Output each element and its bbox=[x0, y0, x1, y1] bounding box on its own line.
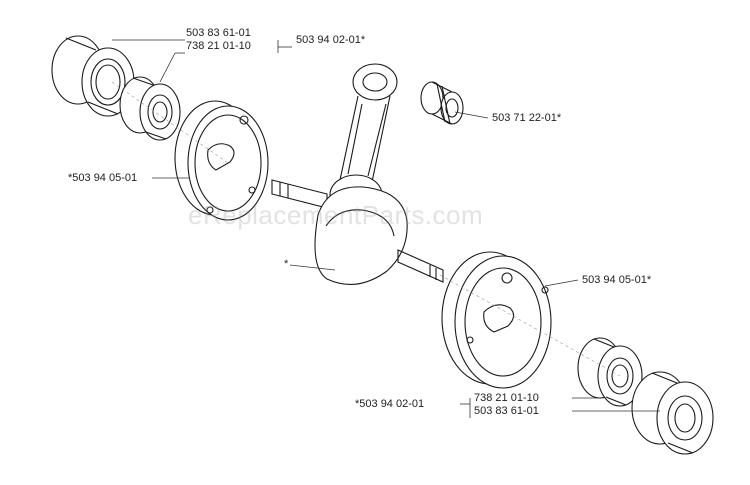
crank-cheek-left bbox=[174, 100, 269, 221]
label-needle-bearing: 503 71 22-01* bbox=[492, 112, 562, 124]
crank-cheek-right bbox=[441, 251, 552, 389]
label-left-cheek: *503 94 05-01 bbox=[68, 172, 138, 184]
watermark: eReplacementParts.com bbox=[188, 200, 484, 230]
leader-lines bbox=[112, 39, 660, 418]
seal-right bbox=[631, 371, 714, 455]
label-top-group: 503 94 02-01* bbox=[296, 34, 366, 46]
bearing-left bbox=[119, 76, 181, 141]
label-bottom-right-2: 503 83 61-01 bbox=[474, 405, 539, 417]
label-top-left-2: 738 21 01-10 bbox=[186, 40, 251, 52]
needle-bearing bbox=[420, 81, 464, 125]
label-bottom-group: *503 94 02-01 bbox=[355, 398, 425, 410]
label-bottom-right-1: 738 21 01-10 bbox=[474, 392, 539, 404]
bearing-right bbox=[577, 337, 643, 407]
crank-web bbox=[314, 186, 408, 285]
shaft-right bbox=[397, 249, 444, 283]
label-crankshaft: * bbox=[284, 258, 289, 270]
label-right-cheek: 503 94 05-01* bbox=[582, 274, 652, 286]
center-axis bbox=[111, 81, 621, 377]
label-top-left-1: 503 83 61-01 bbox=[186, 27, 251, 39]
